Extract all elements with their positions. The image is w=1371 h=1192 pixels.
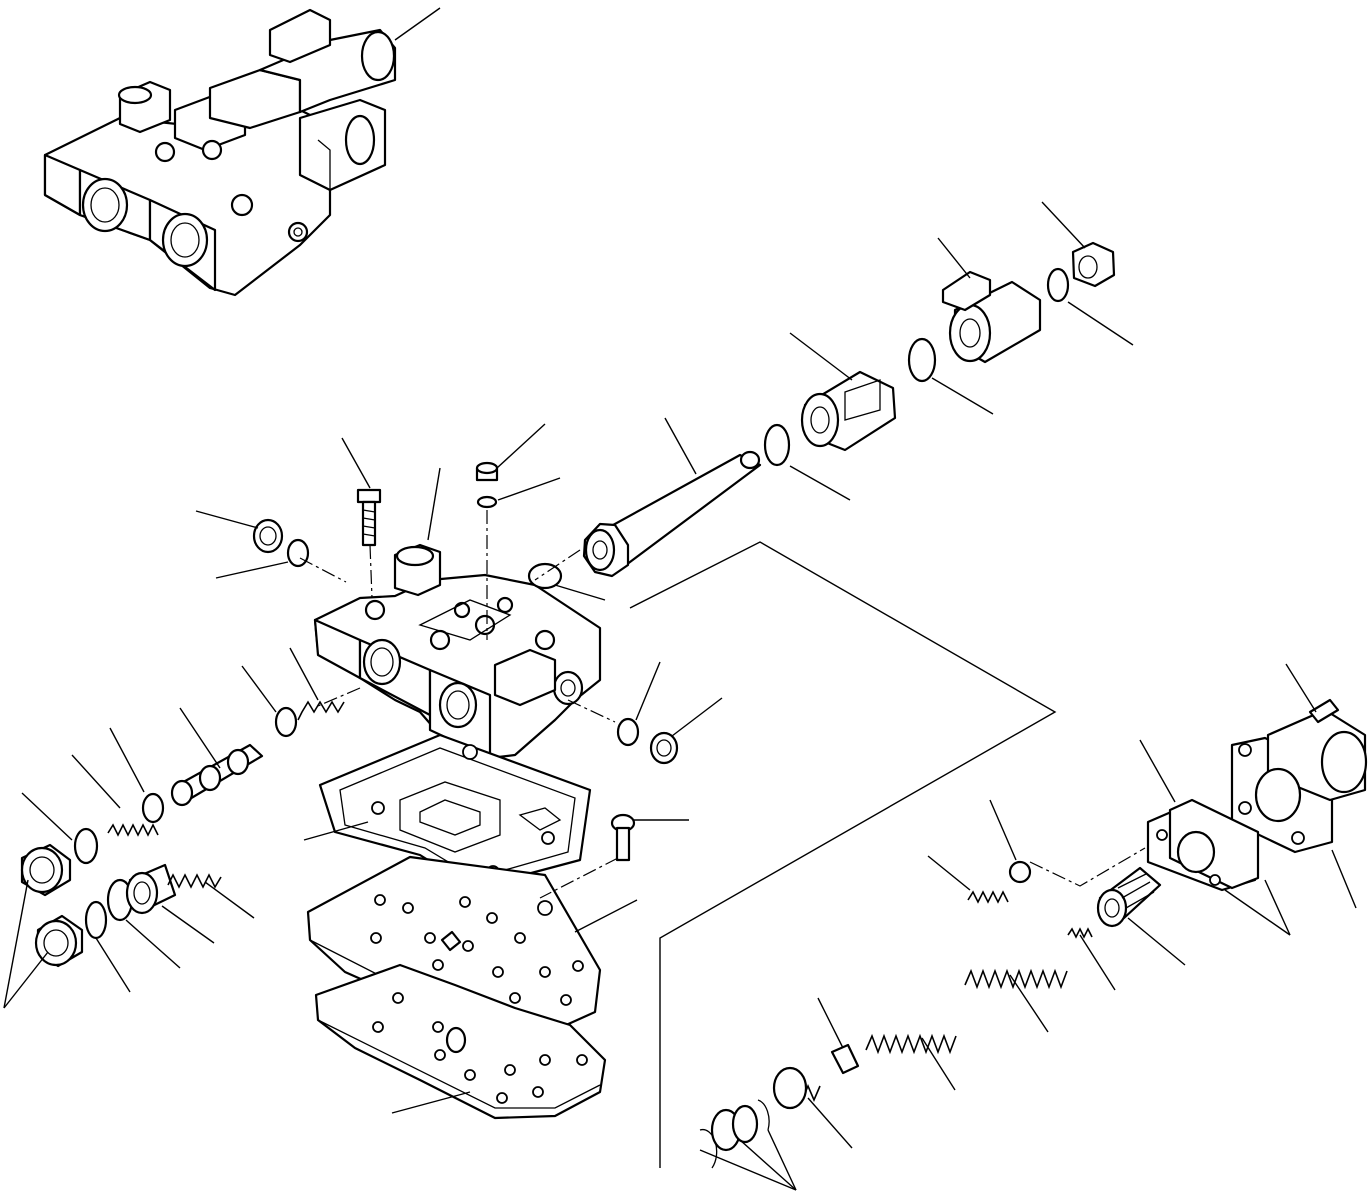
pin: [817, 997, 860, 1075]
retainer: [772, 1066, 853, 1149]
mounting-bolt: [341, 437, 382, 547]
spool-valve: [170, 707, 264, 807]
spool-spring-seat: [71, 727, 165, 837]
orifice-plug: [475, 423, 561, 509]
solenoid-tube: [582, 417, 762, 578]
detail-callout-lines: [629, 541, 1057, 1168]
large-spring-b: [865, 1033, 957, 1091]
lock-nut: [1041, 201, 1116, 288]
ball: [989, 799, 1032, 884]
assembly-axes: [299, 510, 1146, 899]
tube-o-ring: [763, 423, 851, 501]
main-body-leader: [427, 467, 441, 541]
snap-ring-set: [699, 1099, 797, 1191]
actuator-housing: [1230, 663, 1368, 909]
valve-spring: [1067, 927, 1116, 991]
solenoid-sleeve: [789, 332, 897, 452]
cap-bolt: [610, 813, 689, 862]
plug-right: [616, 661, 723, 765]
small-spring: [927, 855, 1009, 904]
spool-springs: [241, 647, 345, 738]
nut-o-ring: [1046, 267, 1134, 346]
gasket: [303, 733, 592, 885]
plug-left-upper: [195, 510, 310, 579]
end-plugs: [3, 792, 255, 1009]
large-spring-a: [964, 968, 1068, 1033]
body-o-ring: [527, 562, 606, 601]
assembled-valve: [43, 7, 441, 297]
piston: [1096, 866, 1186, 966]
cover-gaskets: [1139, 739, 1291, 936]
lower-gasket: [314, 963, 607, 1120]
coil-o-ring: [907, 337, 994, 415]
solenoid-coil: [937, 237, 1042, 364]
